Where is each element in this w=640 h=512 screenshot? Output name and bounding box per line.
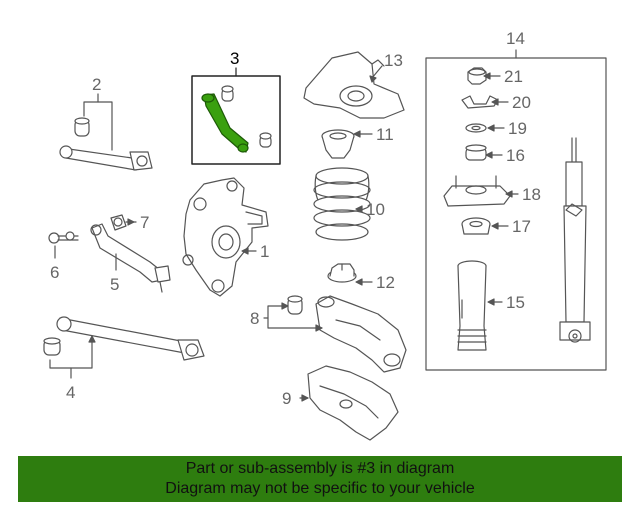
callout-16: 16	[506, 146, 525, 165]
part-13-spring-bracket[interactable]	[303, 51, 405, 119]
info-banner: Part or sub-assembly is #3 in diagram Di…	[18, 456, 622, 502]
banner-line-2: Diagram may not be specific to your vehi…	[165, 480, 475, 497]
part-20-bracket[interactable]	[461, 95, 499, 109]
part-21-nut[interactable]	[467, 67, 487, 85]
callout-10: 10	[366, 200, 385, 219]
part-7-bushing[interactable]	[110, 214, 127, 231]
part-1-knuckle[interactable]	[182, 177, 269, 297]
part-16-bushing[interactable]	[465, 144, 487, 161]
shock-absorber[interactable]	[559, 137, 591, 343]
part-9-shield[interactable]	[307, 365, 399, 441]
part-11-insulator[interactable]	[321, 129, 355, 159]
part-2-lateral-arm[interactable]	[59, 117, 153, 171]
part-5-toe-link[interactable]	[90, 223, 171, 293]
callout-17: 17	[512, 217, 531, 236]
callout-7: 7	[140, 213, 149, 232]
part-4-lower-arm[interactable]	[43, 316, 205, 361]
part-6-bolt[interactable]	[48, 231, 79, 244]
callout-3: 3	[230, 49, 239, 68]
callout-11: 11	[376, 125, 394, 144]
part-3-highlight-box[interactable]	[191, 75, 281, 165]
callout-14: 14	[506, 29, 525, 48]
callout-2: 2	[92, 75, 101, 94]
part-12-lower-insulator[interactable]	[327, 263, 357, 283]
part-10-coil-spring[interactable]	[313, 167, 371, 241]
callout-1: 1	[260, 242, 269, 261]
callout-20: 20	[512, 93, 531, 112]
part-15-boot[interactable]	[457, 260, 487, 351]
part-17-bushing[interactable]	[461, 217, 491, 235]
part-18-mount[interactable]	[443, 175, 511, 207]
callout-6: 6	[50, 263, 59, 282]
callout-21: 21	[504, 67, 523, 86]
callout-4: 4	[66, 383, 75, 402]
callout-15: 15	[506, 293, 525, 312]
callout-19: 19	[508, 119, 527, 138]
banner-line-1: Part or sub-assembly is #3 in diagram	[185, 460, 455, 477]
parts-diagram: 3 2 7 6 5 1 4 13 11 10 12 8 9 14 21 20 1…	[43, 29, 607, 441]
callout-8: 8	[250, 309, 259, 328]
part-8-control-arm[interactable]	[287, 295, 407, 373]
callout-9: 9	[282, 389, 291, 408]
callout-13: 13	[384, 51, 403, 70]
callout-18: 18	[522, 185, 541, 204]
callout-12: 12	[376, 273, 395, 292]
part-19-washer[interactable]	[465, 123, 487, 133]
callout-5: 5	[110, 275, 119, 294]
